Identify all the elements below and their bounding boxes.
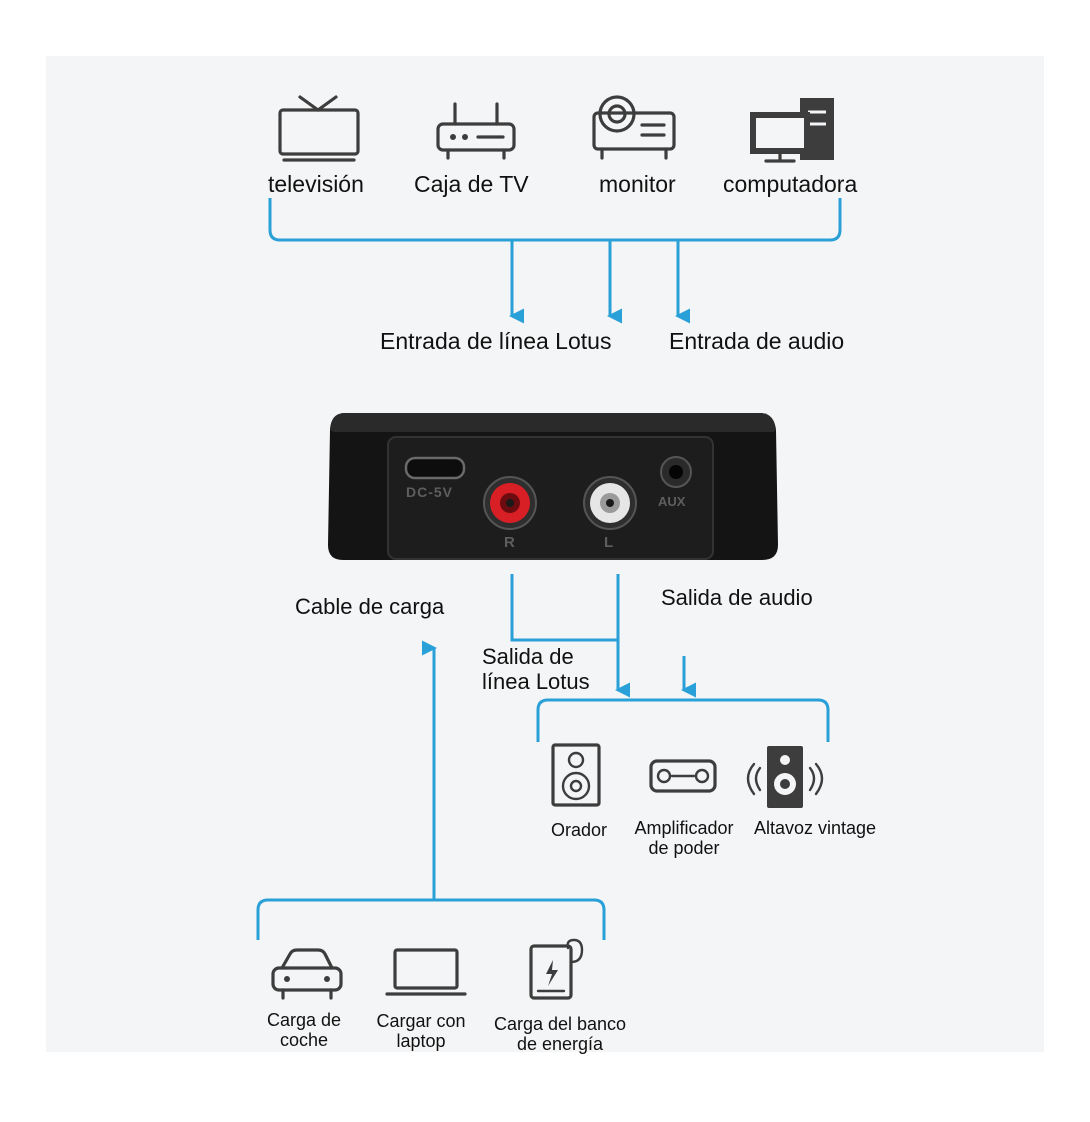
sink-label-vintage-speaker: Altavoz vintage [744,818,886,838]
power-label-power-bank-line2: de energía [516,1034,604,1054]
bluetooth-receiver-device [328,413,778,560]
sink-label-speaker-line1: Orador [550,820,608,840]
source-label-tv: televisión [268,171,364,197]
vintage-speaker-icon [746,746,824,808]
source-label-monitor: monitor [599,171,676,197]
sink-bracket [536,698,830,742]
charging-cable-label: Cable de carga [295,594,445,619]
lotus-line-out-label-line2: línea Lotus [482,669,590,694]
sink-label-vintage-speaker-line1: Altavoz vintage [753,818,877,838]
source-label-tv-box: Caja de TV [414,171,529,197]
laptop-icon [385,948,467,996]
power-bracket [256,898,606,940]
lotus-line-out-label-line1: Salida de [482,644,574,669]
power-label-power-bank-line1: Carga del banco [493,1014,627,1034]
top-connector [268,198,842,324]
power-label-laptop-line2: laptop [396,1031,446,1051]
left-port-label: L [604,534,614,551]
power-label-laptop: Cargar con laptop [366,1011,476,1051]
power-label-car: Carga de coche [254,1010,354,1050]
power-label-car-line2: coche [279,1030,329,1050]
right-port-label: R [504,534,515,551]
projector-icon [592,95,676,160]
source-label-computer: computadora [723,171,858,197]
aux-port-label: AUX [658,494,686,509]
router-box-icon [436,102,516,160]
car-icon [271,948,343,1000]
speaker-icon [551,743,601,807]
tv-icon [278,95,360,162]
dc-port-label: DC-5V [406,484,454,500]
audio-out-label: Salida de audio [661,585,813,610]
power-bank-icon [529,938,584,1000]
audio-in-label: Entrada de audio [669,328,845,354]
sink-label-amplifier-line2: de poder [648,838,720,858]
desktop-computer-icon [750,98,834,163]
sink-label-amplifier-line1: Amplificador [634,818,734,838]
lotus-line-in-label: Entrada de línea Lotus [380,328,612,354]
power-label-power-bank: Carga del banco de energía [484,1014,636,1054]
amplifier-icon [649,759,717,793]
power-label-laptop-line1: Cargar con [376,1011,466,1031]
sink-label-speaker: Orador [546,820,612,840]
power-label-car-line1: Carga de [266,1010,342,1030]
lotus-output-connector [510,574,696,698]
sink-label-amplifier: Amplificador de poder [626,818,742,858]
